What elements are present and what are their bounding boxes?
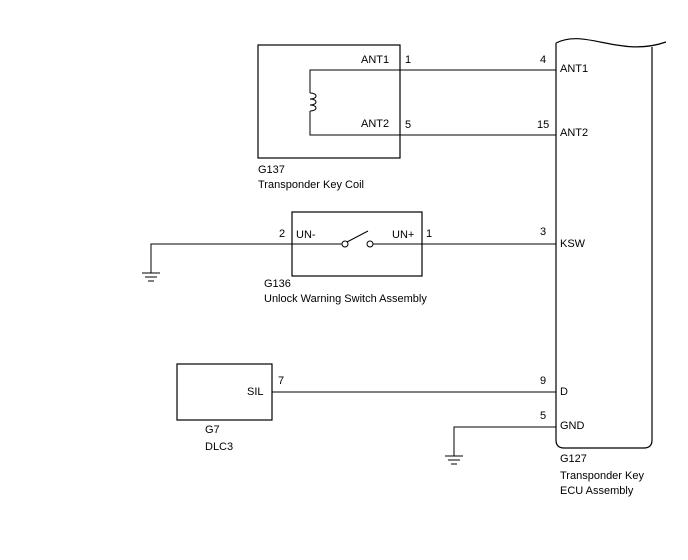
switch-pin-num-un-plus: 1	[426, 228, 432, 240]
ecu-pin-label-gnd: GND	[560, 420, 585, 432]
coil-g137: ANT1 ANT2 G137 Transponder Key Coil	[257, 44, 401, 191]
coil-code: G137	[258, 164, 285, 176]
switch-lever-icon	[346, 230, 369, 243]
ecu-pin-label-ksw: KSW	[560, 238, 586, 250]
switch-code: G136	[264, 278, 291, 290]
coil-pin-label-ant1: ANT1	[361, 54, 389, 66]
ecu-pin-num-gnd: 5	[540, 410, 546, 422]
wire-switch-ground	[150, 243, 292, 273]
coil-pin-label-ant2: ANT2	[361, 118, 389, 130]
switch-g136: UN- UN+ G136 Unlock Warning Switch Assem…	[264, 211, 427, 305]
dlc-pin-label-sil: SIL	[247, 386, 264, 398]
ecu-code: G127	[560, 453, 587, 465]
switch-name: Unlock Warning Switch Assembly	[264, 293, 427, 305]
ecu-name-line1: Transponder Key	[560, 470, 644, 482]
coil-name: Transponder Key Coil	[258, 179, 364, 191]
coil-pin-num-ant2: 5	[405, 119, 411, 131]
ecu-pin-num-d: 9	[540, 375, 546, 387]
dlc-name: DLC3	[205, 441, 233, 453]
switch-pin-label-un-plus: UN+	[392, 229, 414, 241]
dlc-g7: SIL G7 DLC3	[176, 363, 273, 453]
coil-internal-wire	[309, 69, 400, 136]
ground-icon	[142, 272, 160, 282]
coil-box	[257, 44, 401, 159]
ecu-pin-num-ksw: 3	[540, 226, 546, 238]
dlc-code: G7	[205, 424, 220, 436]
ecu-pin-label-ant2: ANT2	[560, 127, 588, 139]
ecu-g127: ANT1 ANT2 KSW D GND G127 Transponder Key…	[555, 38, 667, 497]
ecu-pin-label-d: D	[560, 386, 568, 398]
wire-ecu-ground	[453, 426, 556, 456]
ecu-pin-label-ant1: ANT1	[560, 63, 588, 75]
ecu-name-line2: ECU Assembly	[560, 485, 634, 497]
switch-pin-num-un-minus: 2	[279, 228, 285, 240]
switch-contact-left	[341, 240, 349, 248]
ecu-pin-num-ant2: 15	[537, 119, 549, 131]
dlc-pin-num-sil: 7	[278, 375, 284, 387]
coil-pin-num-ant1: 1	[405, 54, 411, 66]
inductor-icon	[309, 92, 317, 112]
ground-icon	[445, 455, 463, 465]
switch-pin-label-un-minus: UN-	[296, 229, 316, 241]
ecu-pin-num-ant1: 4	[540, 54, 546, 66]
switch-contact-right	[366, 240, 374, 248]
ecu-box	[555, 38, 667, 449]
